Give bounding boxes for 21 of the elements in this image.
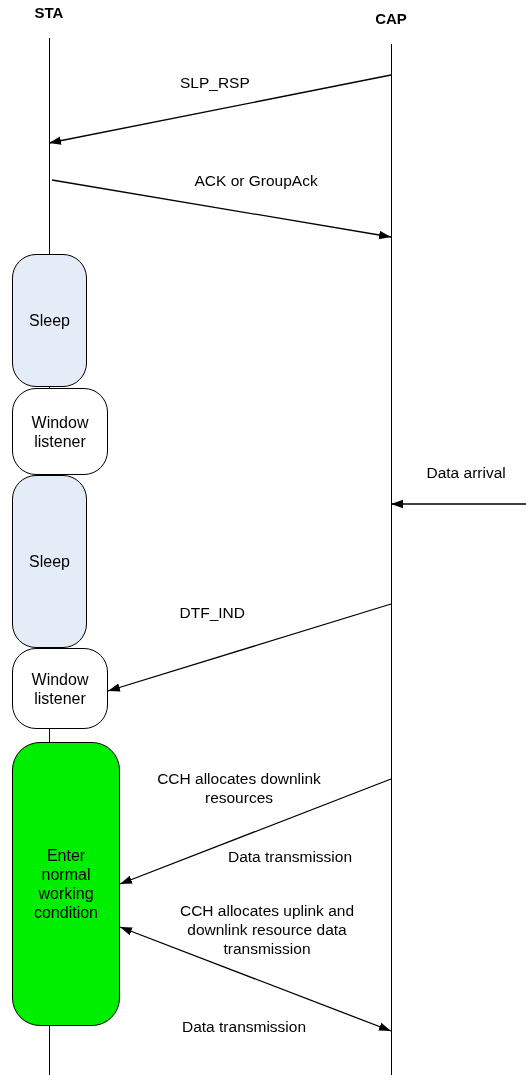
message-arrow: [390, 499, 526, 509]
message-arrow: [107, 603, 392, 692]
edge-label: ACK or GroupAck: [194, 171, 318, 190]
message-note: Data transmission: [182, 1017, 307, 1036]
message-arrow: [119, 926, 392, 1032]
message-arrow: [51, 179, 392, 240]
sleep-state-box: Sleep: [12, 475, 87, 648]
listen-window-box: Window listener: [12, 648, 108, 729]
message-arrow: [48, 74, 392, 145]
working-state-box: Enter normal working condition: [12, 742, 120, 1026]
listen-window-box: Window listener: [12, 388, 108, 475]
lifeline-heading: CAP: [374, 10, 408, 27]
edge-label: CCH allocates uplink and downlink resource data transmission: [178, 901, 355, 958]
message-note: Data transmission: [228, 847, 353, 866]
edge-label: Data arrival: [426, 463, 506, 482]
lifeline-heading: STA: [33, 4, 65, 21]
edge-label: CCH allocates downlink resources: [156, 769, 322, 807]
sleep-state-box: Sleep: [12, 254, 87, 387]
edge-label: DTF_IND: [179, 603, 245, 622]
edge-label: SLP_RSP: [180, 73, 250, 92]
message-arrow: [119, 778, 392, 885]
